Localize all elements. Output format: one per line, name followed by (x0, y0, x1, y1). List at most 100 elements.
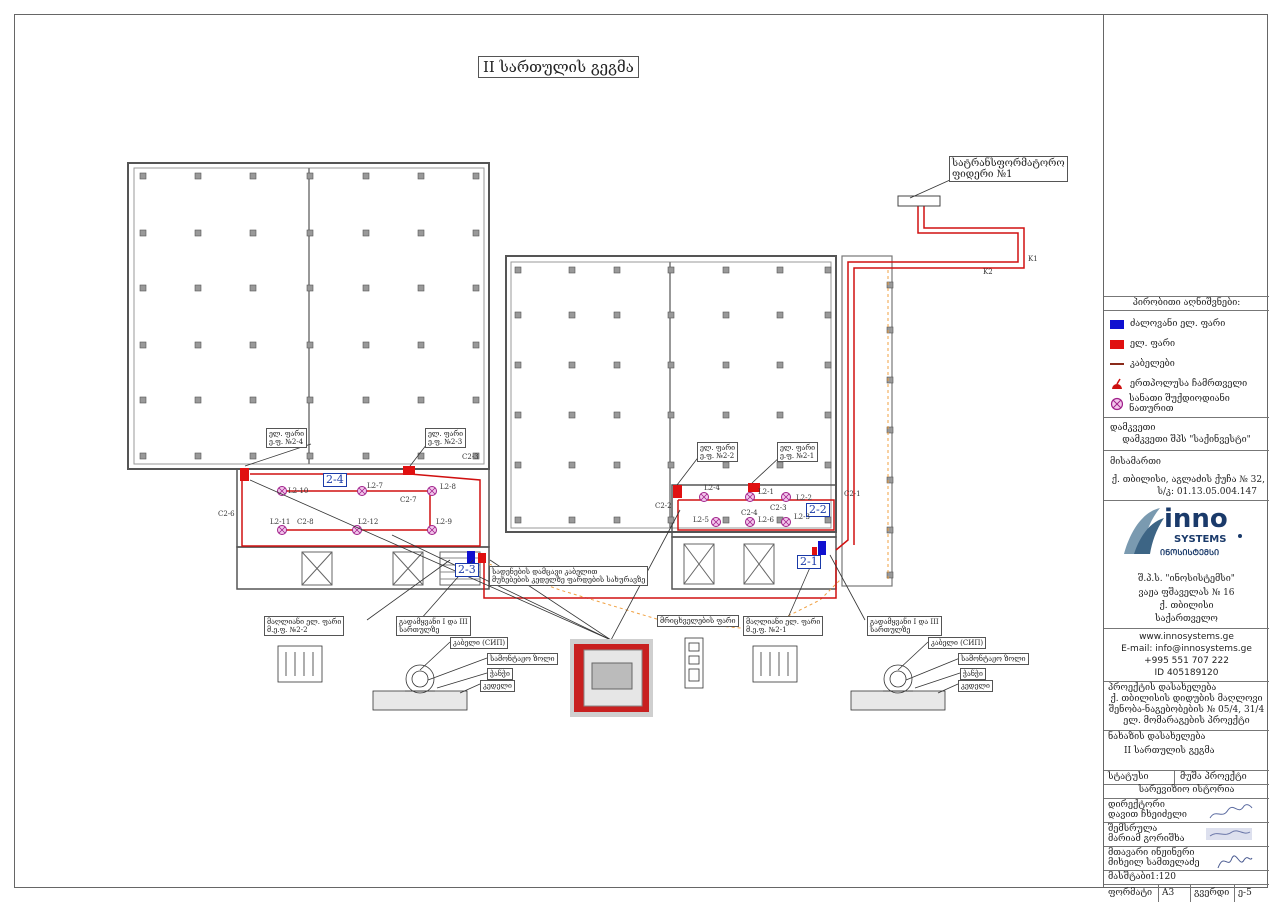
column-marker (886, 476, 894, 484)
fixture-label: L2-3 (794, 513, 810, 521)
column-marker (249, 396, 257, 404)
project-line3: ელ. მომარაგების პროექტი (1123, 716, 1250, 726)
leader-lines (244, 179, 951, 641)
column-marker (722, 311, 730, 319)
company-street: ვაჟა ფშაველას № 16 (1138, 588, 1235, 598)
author-name: მარიამ გორიშხა (1108, 834, 1185, 844)
right-column-grid (514, 266, 894, 579)
email-link[interactable]: E-mail: info@innosystems.ge (1121, 644, 1252, 654)
column-marker (722, 266, 730, 274)
panel-tag-line: ელ. ფარი (780, 444, 816, 452)
format-label: ფორმატი (1108, 888, 1153, 898)
led-lamp-icon (277, 525, 287, 535)
callout-line: სართულზე (399, 626, 440, 634)
column-marker (249, 341, 257, 349)
column-marker (886, 376, 894, 384)
column-marker (776, 266, 784, 274)
legend-label: ელ. ფარი (1130, 339, 1176, 349)
callout-line: მ.ე.ფ. №2-1 (746, 626, 787, 634)
callout-line: გადამყვანი I და III (399, 618, 468, 626)
chief-signature (1217, 855, 1253, 869)
project-label: პროექტის დასახელება (1108, 683, 1217, 693)
column-marker (613, 266, 621, 274)
director-name: დავით ჩხეიძელი (1108, 810, 1187, 820)
website-link[interactable]: www.innosystems.ge (1139, 632, 1234, 642)
chief-label: მთავარი ინჟინერი (1108, 848, 1195, 858)
column-marker (139, 229, 147, 237)
transformer-label-line2: ფიდერი №1 (952, 169, 1013, 180)
led-lamp-icon (745, 517, 755, 527)
scale-value: 1:120 (1150, 872, 1176, 882)
detail-bolt-right: ჭანჭი (960, 668, 986, 680)
column-marker (667, 411, 675, 419)
column-marker (722, 461, 730, 469)
column-marker (824, 361, 832, 369)
column-marker (362, 229, 370, 237)
cable-label: C2-3 (770, 504, 787, 512)
main-panel-right-callout: მაღლიანი ელ. ფარი მ.ე.ფ. №2-1 (743, 616, 824, 636)
k2-label: K2 (983, 268, 993, 276)
right-building-outline (505, 255, 893, 590)
legend-item-panel: ელ. ფარი (1110, 336, 1175, 352)
column-marker (886, 526, 894, 534)
logo-geo: ᲘᲜᲝᲡᲘᲡᲢᲔᲛᲡᲘ (1160, 548, 1220, 557)
column-marker (776, 311, 784, 319)
column-marker (667, 516, 675, 524)
client-label: დამკვეთი (1110, 423, 1156, 433)
panel-tag-line: ე.ფ. №2-4 (269, 438, 304, 446)
column-marker (249, 452, 257, 460)
legend-item-led-lamp: სანათი შუქდიოდიანი ნათურით (1110, 394, 1268, 414)
column-marker (514, 311, 522, 319)
sheet-number-label: გვერდი (1194, 888, 1230, 898)
scale-label: მასშტაბი (1108, 872, 1151, 882)
led-lamp-icon (745, 492, 755, 502)
detail-wall-left: კედელი (480, 680, 515, 692)
column-marker (568, 411, 576, 419)
detail-cable-right: კაბელი (СИП) (928, 637, 987, 649)
fixture-label: L2-4 (704, 484, 720, 492)
column-marker (194, 396, 202, 404)
column-marker (613, 461, 621, 469)
author-label: შემსრულა (1108, 824, 1158, 834)
legend-label: სანათი შუქდიოდიანი ნათურით (1129, 394, 1230, 414)
detail-wall-right: კედელი (958, 680, 993, 692)
main-panel-left-callout: მაღლიანი ელ. ფარი მ.ე.ფ. №2-2 (264, 616, 345, 636)
switchgear-sketch-right (752, 645, 798, 683)
legend-item-switch: ერთპოლუსა ჩამრთველი (1110, 376, 1247, 392)
column-marker (139, 284, 147, 292)
branch-panel-callout: მრიცხველების ფარი (657, 615, 739, 627)
vertical-left-callout: გადამყვანი I და III სართულზე (396, 616, 471, 636)
column-marker (194, 172, 202, 180)
column-marker (886, 426, 894, 434)
column-marker (776, 461, 784, 469)
fixture-label: L2-5 (693, 516, 709, 524)
project-line2: შენობა-ნაგებობების № 05/4, 31/4 (1108, 705, 1265, 715)
column-marker (613, 361, 621, 369)
legend-label: ერთპოლუსა ჩამრთველი (1130, 379, 1248, 389)
column-marker (417, 396, 425, 404)
column-marker (194, 452, 202, 460)
panel-tag-2-1: ელ. ფარი ე.ფ. №2-1 (777, 442, 819, 462)
drawing-frame (14, 14, 1268, 888)
callout-line: სართულზე (870, 626, 911, 634)
column-marker (362, 452, 370, 460)
blue-panel-icon (1110, 319, 1124, 329)
column-marker (667, 311, 675, 319)
led-lamps (277, 486, 791, 535)
column-marker (306, 229, 314, 237)
column-marker (249, 172, 257, 180)
panel-tag-2-3: ელ. ფარი ე.ფ. №2-3 (425, 428, 467, 448)
column-marker (472, 396, 480, 404)
led-lamp-icon (1110, 397, 1124, 411)
panel-tag-2-4: ელ. ფარი ე.ფ. №2-4 (266, 428, 308, 448)
cable-label: C2-8 (297, 518, 314, 526)
led-lamp-icon (427, 486, 437, 496)
legend-title: პირობითი აღნიშვნები: (1132, 298, 1241, 308)
column-marker (362, 396, 370, 404)
cable-label: C2-1 (844, 490, 861, 498)
switch-icon (1112, 378, 1122, 389)
fixture-label: L2-7 (367, 482, 383, 490)
client-value: დამკვეთი შპს "საქინვესტი" (1122, 435, 1251, 445)
red-panel-icon (1110, 339, 1124, 349)
